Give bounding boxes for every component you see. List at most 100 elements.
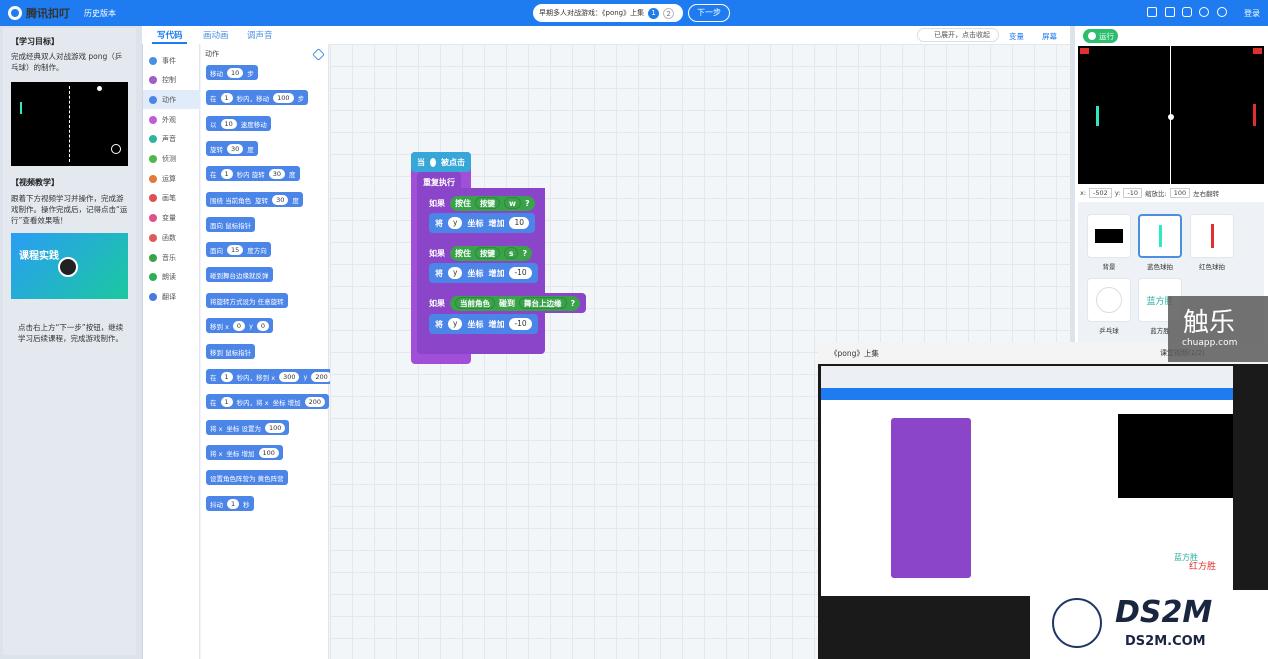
tab-code[interactable]: 写代码 xyxy=(157,31,183,41)
key-dropdown[interactable]: 按键 xyxy=(475,197,500,209)
value-10[interactable]: 10 xyxy=(509,217,529,229)
block-part[interactable]: 30 xyxy=(227,143,244,154)
sprite-card[interactable] xyxy=(1190,214,1234,258)
category-6[interactable]: 运算 xyxy=(143,169,200,188)
palette-block[interactable]: 面向 鼠标指针 xyxy=(206,217,256,232)
edge-dropdown[interactable]: 舞台上边缘 xyxy=(519,297,567,309)
block-part[interactable]: 15 xyxy=(227,244,244,255)
share-icon[interactable] xyxy=(1165,7,1175,17)
category-9[interactable]: 函数 xyxy=(143,228,200,247)
page-1[interactable]: 1 xyxy=(648,7,660,19)
key-w[interactable]: w xyxy=(504,197,521,209)
block-part[interactable]: 30 xyxy=(272,194,289,205)
when-flag-clicked-block[interactable]: 当被点击 xyxy=(411,152,471,172)
video-thumbnail[interactable]: 课程实践 xyxy=(11,233,128,299)
game-stage[interactable] xyxy=(1078,46,1264,184)
category-10[interactable]: 音乐 xyxy=(143,248,200,267)
page-2[interactable]: 2 xyxy=(663,7,675,19)
category-8[interactable]: 变量 xyxy=(143,209,200,228)
sprite-dropdown[interactable]: 当前角色 xyxy=(455,297,495,309)
block-part[interactable]: 100 xyxy=(273,92,294,103)
category-12[interactable]: 翻译 xyxy=(143,287,200,306)
key-s[interactable]: s xyxy=(504,247,519,259)
block-part[interactable]: 300 xyxy=(279,371,300,382)
block-part[interactable]: 200 xyxy=(304,396,326,407)
save-icon[interactable] xyxy=(1147,7,1157,17)
tab-animation[interactable]: 画动画 xyxy=(203,31,229,41)
block-part[interactable]: 0 xyxy=(256,320,270,331)
category-3[interactable]: 外观 xyxy=(143,110,200,129)
block-part[interactable]: 1 xyxy=(220,168,233,179)
login-link[interactable]: 登录 xyxy=(1244,9,1260,18)
value-neg10[interactable]: -10 xyxy=(509,267,532,279)
fullscreen-button[interactable]: 屏幕 xyxy=(1042,32,1057,41)
block-part[interactable]: 10 xyxy=(220,118,237,129)
history-link[interactable]: 历史版本 xyxy=(84,9,116,18)
palette-block[interactable]: 移到 鼠标指针 xyxy=(206,344,256,359)
block-part[interactable]: 0 xyxy=(232,320,246,331)
collapse-toggle[interactable]: 已展开，点击收起 xyxy=(917,28,999,42)
key-dropdown[interactable]: 按键 xyxy=(475,247,500,259)
axis[interactable]: y xyxy=(448,318,463,330)
block-part[interactable]: 10 xyxy=(227,67,244,78)
condition-touch-edge[interactable]: 当前角色碰到舞台上边缘? xyxy=(450,295,581,311)
block-part[interactable]: 100 xyxy=(265,422,286,433)
sprite-card[interactable] xyxy=(1087,278,1131,322)
block-part[interactable]: 200 xyxy=(311,371,332,382)
next-step-button[interactable]: 下一步 xyxy=(688,4,730,22)
sprite-card[interactable] xyxy=(1087,214,1131,258)
if-block-3[interactable]: 如果当前角色碰到舞台上边缘? xyxy=(423,293,587,313)
bulb-icon[interactable] xyxy=(1199,7,1209,17)
category-0[interactable]: 事件 xyxy=(143,51,200,70)
block-part[interactable]: 1 xyxy=(220,396,233,407)
category-5[interactable]: 侦测 xyxy=(143,150,200,169)
block-part[interactable]: 1 xyxy=(220,371,233,382)
logo[interactable]: 腾讯扣叮 xyxy=(8,5,70,21)
block-part[interactable]: 100 xyxy=(258,447,279,458)
category-1[interactable]: 控制 xyxy=(143,71,200,90)
scale-input[interactable]: 100 xyxy=(1169,188,1191,198)
help-icon[interactable] xyxy=(1217,7,1227,17)
block-part[interactable]: 1 xyxy=(220,92,233,103)
category-4[interactable]: 声音 xyxy=(143,130,200,149)
zoom-icon[interactable] xyxy=(111,144,121,154)
axis[interactable]: y xyxy=(448,267,463,279)
category-7[interactable]: 画笔 xyxy=(143,189,200,208)
y-input[interactable]: -10 xyxy=(1123,188,1143,198)
preview-thumbnail[interactable] xyxy=(11,82,128,166)
category-11[interactable]: 朗读 xyxy=(143,268,200,287)
block-part[interactable]: 1 xyxy=(227,498,240,509)
category-2[interactable]: 动作 xyxy=(143,90,200,110)
palette-block[interactable]: 将旋转方式设为 任意旋转 xyxy=(206,293,288,308)
axis[interactable]: y xyxy=(448,217,463,229)
play-icon[interactable] xyxy=(58,257,78,277)
sprite-card[interactable] xyxy=(1138,214,1182,258)
palette-block[interactable]: 设置角色阵营为 黄色阵营 xyxy=(206,470,288,485)
x-input[interactable]: -502 xyxy=(1089,188,1112,198)
tab-sound[interactable]: 调声音 xyxy=(247,31,273,41)
value-neg10[interactable]: -10 xyxy=(509,318,532,330)
run-button[interactable]: 运行 xyxy=(1083,29,1118,43)
phone-icon[interactable] xyxy=(1182,7,1192,17)
